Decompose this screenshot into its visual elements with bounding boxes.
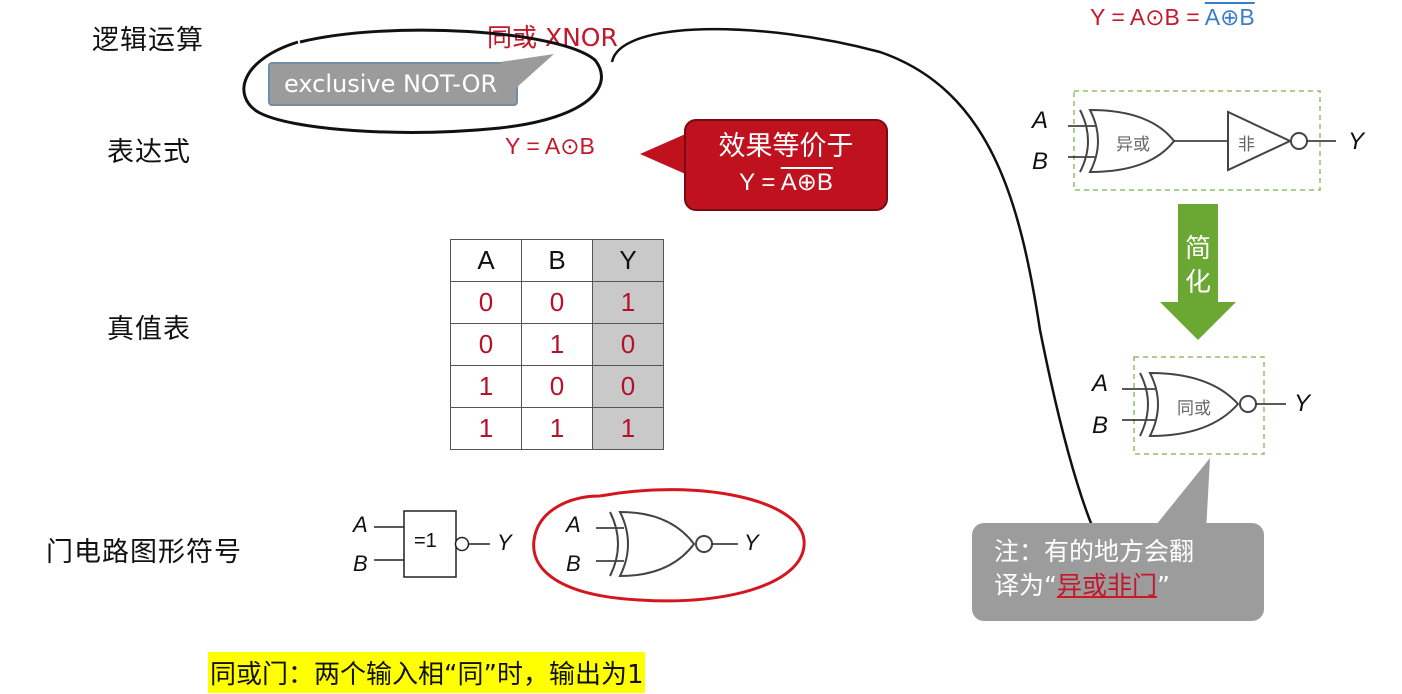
rect-gate-bubble — [454, 536, 470, 552]
xor-gate-text: 异或 — [1116, 135, 1150, 155]
not-output-label-y: Y — [1348, 128, 1365, 155]
rect-gate-label-y: Y — [497, 530, 512, 555]
xnor2-label-b: B — [566, 551, 581, 576]
xnor2-label-y: Y — [744, 530, 759, 555]
xor-gate-body — [1088, 108, 1176, 174]
not-gate-text: 非 — [1238, 135, 1255, 155]
top-formula-left: Y = A⊙B = — [1090, 4, 1205, 30]
header-y: Y — [592, 239, 664, 282]
note-line-2-highlight: 异或非门 — [1056, 571, 1157, 600]
xnor-output-label-y: Y — [1294, 390, 1311, 417]
label-expression: 表达式 — [107, 137, 191, 168]
xnor-extra-curve — [1139, 372, 1149, 437]
xnor2-label-a: A — [566, 512, 581, 537]
xnor-gate-bubble — [1239, 395, 1257, 413]
label-gate-symbol: 门电路图形符号 — [46, 537, 242, 568]
xnor-gate-body — [1148, 371, 1240, 438]
simplify-char-1: 简 — [1184, 234, 1211, 264]
note-line-2: 译为“异或非门” — [994, 569, 1242, 603]
cell-b: 1 — [521, 323, 593, 366]
equivalence-line1: 效果等价于 — [718, 131, 854, 162]
note-tail-icon — [1152, 458, 1210, 532]
table-row: 0 0 1 — [450, 281, 664, 324]
label-truth-table: 真值表 — [107, 314, 191, 345]
rect-gate-label-b: B — [353, 551, 368, 576]
exclusive-not-or-text: exclusive NOT-OR — [284, 70, 498, 98]
label-logic-operation: 逻辑运算 — [92, 25, 204, 56]
xnor-gate-text: 同或 — [1177, 399, 1211, 419]
rect-gate-label-a: A — [353, 512, 368, 537]
equivalence-prefix: Y = — [739, 169, 781, 197]
red-callout-tail-icon — [640, 132, 690, 176]
hand-arrow-curve — [610, 27, 1100, 541]
bottom-highlight-text: 同或门：两个输入相“同”时，输出为1 — [208, 652, 646, 693]
cell-b: 0 — [521, 365, 593, 408]
simplify-text: 简 化 — [1184, 232, 1212, 300]
note-line-1: 注：有的地方会翻 — [994, 537, 1195, 566]
equivalence-callout: 效果等价于 Y = A⊕B — [684, 119, 888, 211]
xnor-label-a: A — [1092, 370, 1109, 397]
header-b: B — [521, 239, 593, 282]
rect-gate-body — [403, 510, 457, 578]
table-row: 0 1 0 — [450, 323, 664, 366]
simplify-char-2: 化 — [1184, 268, 1211, 298]
truth-table-header-row: A B Y — [450, 239, 664, 282]
xnor2-gate-body — [618, 510, 696, 578]
xor-not-group-box — [1073, 90, 1321, 191]
exclusive-not-or-callout: exclusive NOT-OR — [268, 62, 518, 106]
cell-y: 0 — [592, 365, 664, 408]
xor-label-b: B — [1032, 148, 1049, 175]
xnor2-extra-curve — [609, 511, 619, 577]
table-row: 1 1 1 — [450, 407, 664, 450]
callout-tail-icon — [500, 54, 554, 88]
xnor2-gate-bubble — [695, 535, 713, 553]
equivalence-line2: Y = A⊕B — [686, 166, 886, 201]
xor-label-a: A — [1032, 107, 1049, 134]
simplify-arrow-icon — [1160, 204, 1236, 340]
not-gate-body — [1227, 110, 1293, 172]
equivalence-overlined: A⊕B — [780, 169, 833, 197]
xor-extra-curve — [1079, 109, 1089, 173]
rect-gate-eq1-text: =1 — [414, 530, 437, 552]
red-hand-circle-annotation — [532, 488, 806, 603]
hand-ellipse-annotation — [242, 28, 603, 134]
xnor-label-b: B — [1092, 412, 1109, 439]
top-right-formula: Y = A⊙B = A⊕B — [1090, 4, 1255, 31]
cell-y: 1 — [592, 281, 664, 324]
cell-y: 0 — [592, 323, 664, 366]
top-formula-right: A⊕B — [1204, 4, 1255, 30]
cell-y: 1 — [592, 407, 664, 450]
note-line-2-suffix: ” — [1156, 571, 1170, 600]
truth-table: A B Y 0 0 1 0 1 0 1 0 0 1 1 1 — [450, 239, 664, 450]
cell-a: 0 — [450, 323, 522, 366]
note-callout: 注：有的地方会翻 译为“异或非门” — [972, 523, 1264, 621]
cell-a: 0 — [450, 281, 522, 324]
xnor-title: 同或 XNOR — [487, 23, 618, 52]
table-row: 1 0 0 — [450, 365, 664, 408]
expression-value: Y = A⊙B — [505, 133, 595, 159]
note-line-2-prefix: 译为“ — [994, 571, 1057, 600]
not-gate-bubble — [1290, 132, 1308, 150]
cell-b: 1 — [521, 407, 593, 450]
xnor-group-box — [1133, 356, 1265, 455]
